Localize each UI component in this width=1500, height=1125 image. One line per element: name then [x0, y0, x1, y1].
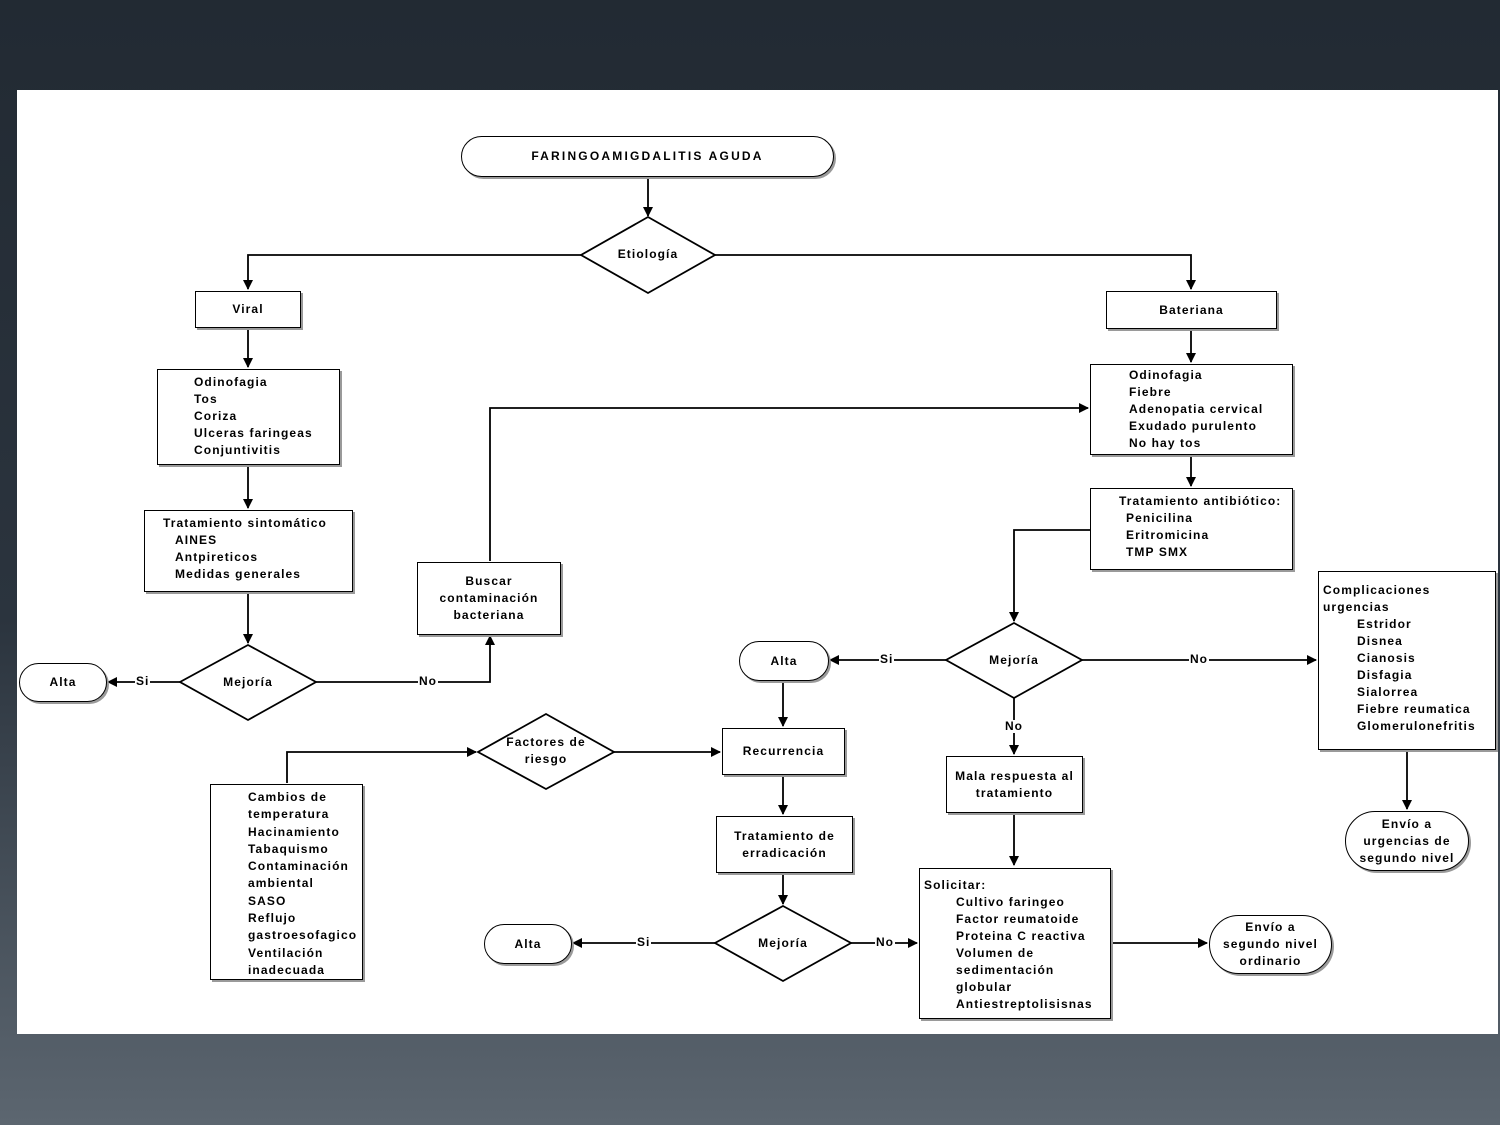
- envio-ordinario-node: Envío a segundo nivel ordinario: [1209, 915, 1332, 974]
- edge-label-no: No: [418, 674, 438, 688]
- factor-item: Hacinamiento: [248, 824, 340, 839]
- bacteriana-treatment-box: Tratamiento antibiótico: Penicilina Erit…: [1090, 488, 1293, 570]
- viral-treatment-title: Tratamiento sintomático: [163, 516, 327, 530]
- solicitar-item: Factor reumatoide: [956, 912, 1080, 926]
- viral-treatment-item: Medidas generales: [175, 567, 302, 581]
- factor-item: Contaminación ambiental: [248, 859, 349, 891]
- solicitar-item: Proteina C reactiva: [956, 929, 1086, 943]
- factor-item: Ventilación inadecuada: [248, 945, 326, 977]
- bacteriana-treatment-item: Eritromicina: [1126, 528, 1210, 542]
- decision-mejoria-bact-label: Mejoría: [989, 653, 1039, 667]
- alta-bottom-label: Alta: [514, 936, 542, 951]
- bacteriana-symptom: Adenopatia cervical: [1129, 402, 1264, 416]
- decision-etiologia-shape: [579, 215, 717, 295]
- bacteriana-symptom: Odinofagia: [1129, 368, 1203, 382]
- factor-item: Reflujo gastroesofagico: [248, 911, 358, 943]
- complicacion-item: Cianosis: [1357, 651, 1416, 665]
- erradicacion-label: Tratamiento de erradicación: [734, 828, 835, 860]
- decision-mejoria-erradicacion-label: Mejoría: [758, 936, 808, 950]
- flowchart-connectors: [107, 178, 1412, 983]
- bacteriana-symptom: Fiebre: [1129, 385, 1172, 399]
- complicacion-item: Estridor: [1357, 617, 1412, 631]
- complicacion-item: Glomerulonefritis: [1357, 719, 1476, 733]
- bacteriana-treatment-item: Penicilina: [1126, 511, 1194, 525]
- title-text: FARINGOAMIGDALITIS AGUDA: [531, 149, 764, 163]
- viral-symptom: Odinofagia: [194, 375, 268, 389]
- decision-mejoria-viral-label: Mejoría: [223, 675, 273, 689]
- viral-node: Viral: [195, 291, 301, 328]
- decision-mejoria-erradicacion-shape: [713, 904, 853, 983]
- viral-symptom: Conjuntivitis: [194, 443, 281, 457]
- envio-ordinario-label: Envío a segundo nivel ordinario: [1223, 920, 1318, 968]
- bacteriana-treatment-title: Tratamiento antibiótico:: [1119, 494, 1282, 508]
- edge-label-no: No: [875, 935, 895, 949]
- envio-urgencias-label: Envío a urgencias de segundo nivel: [1359, 816, 1455, 865]
- solicitar-box: Solicitar: Cultivo faringeo Factor reuma…: [919, 868, 1111, 1019]
- solicitar-title: Solicitar:: [924, 878, 987, 892]
- alta-bact-label: Alta: [770, 653, 798, 668]
- viral-symptom: Tos: [194, 392, 218, 406]
- decision-factores-shape: [476, 712, 616, 791]
- alta-bact-node: Alta: [739, 641, 829, 681]
- recurrencia-label: Recurrencia: [742, 744, 825, 758]
- viral-treatment-box: Tratamiento sintomático AINES Antpiretic…: [144, 510, 353, 592]
- recurrencia-node: Recurrencia: [722, 728, 845, 775]
- complicacion-item: Disfagia: [1357, 668, 1413, 682]
- solicitar-item: Volumen de sedimentación globular: [956, 946, 1055, 994]
- factor-item: Cambios de temperatura: [248, 790, 330, 822]
- bacteriana-node: Bateriana: [1106, 291, 1277, 329]
- title-node: FARINGOAMIGDALITIS AGUDA: [461, 136, 834, 177]
- viral-symptom: Ulceras faringeas: [194, 426, 313, 440]
- buscar-contaminacion-node: Buscar contaminación bacteriana: [417, 562, 561, 635]
- bacteriana-symptom: Exudado purulento: [1129, 419, 1258, 433]
- decision-etiologia-label: Etiología: [617, 247, 679, 261]
- alta-bottom-node: Alta: [484, 924, 572, 964]
- viral-treatment-item: AINES: [175, 533, 218, 547]
- bacteriana-label: Bateriana: [1159, 302, 1224, 317]
- solicitar-item: Antiestreptolisisnas: [956, 997, 1093, 1011]
- viral-symptoms-box: Odinofagia Tos Coriza Ulceras faringeas …: [157, 369, 340, 465]
- edge-label-si: Si: [135, 674, 151, 688]
- mala-respuesta-label: Mala respuesta al tratamiento: [955, 768, 1074, 800]
- edge-label-si: Si: [636, 935, 652, 949]
- complicacion-item: Fiebre reumatica: [1357, 702, 1471, 716]
- complicaciones-box: Complicaciones urgencias Estridor Disnea…: [1318, 571, 1496, 750]
- factores-riesgo-box: Cambios de temperatura Hacinamiento Taba…: [210, 784, 363, 980]
- complicaciones-title: Complicaciones urgencias: [1323, 583, 1431, 614]
- flowchart-slide: FARINGOAMIGDALITIS AGUDA Etiología Mejor…: [17, 90, 1498, 1034]
- bacteriana-treatment-item: TMP SMX: [1126, 545, 1189, 559]
- viral-label: Viral: [232, 302, 264, 316]
- viral-symptom: Coriza: [194, 409, 238, 423]
- alta-viral-node: Alta: [19, 663, 107, 702]
- factor-item: SASO: [248, 893, 287, 908]
- decision-mejoria-viral-shape: [178, 643, 318, 722]
- viral-treatment-item: Antpireticos: [175, 550, 259, 564]
- envio-urgencias-node: Envío a urgencias de segundo nivel: [1345, 811, 1469, 871]
- decision-factores-label: Factores de riesgo: [506, 735, 586, 766]
- mala-respuesta-node: Mala respuesta al tratamiento: [946, 756, 1083, 813]
- alta-viral-label: Alta: [49, 675, 77, 689]
- bacteriana-symptom: No hay tos: [1129, 436, 1202, 450]
- complicacion-item: Disnea: [1357, 634, 1403, 648]
- edge-label-si: Si: [879, 652, 895, 666]
- edge-label-no: No: [1004, 719, 1024, 733]
- erradicacion-node: Tratamiento de erradicación: [716, 816, 853, 873]
- solicitar-item: Cultivo faringeo: [956, 895, 1065, 909]
- buscar-contaminacion-label: Buscar contaminación bacteriana: [439, 574, 539, 622]
- factor-item: Tabaquismo: [248, 841, 329, 856]
- bacteriana-symptoms-box: Odinofagia Fiebre Adenopatia cervical Ex…: [1090, 364, 1293, 455]
- edge-label-no: No: [1189, 652, 1209, 666]
- complicacion-item: Sialorrea: [1357, 685, 1419, 699]
